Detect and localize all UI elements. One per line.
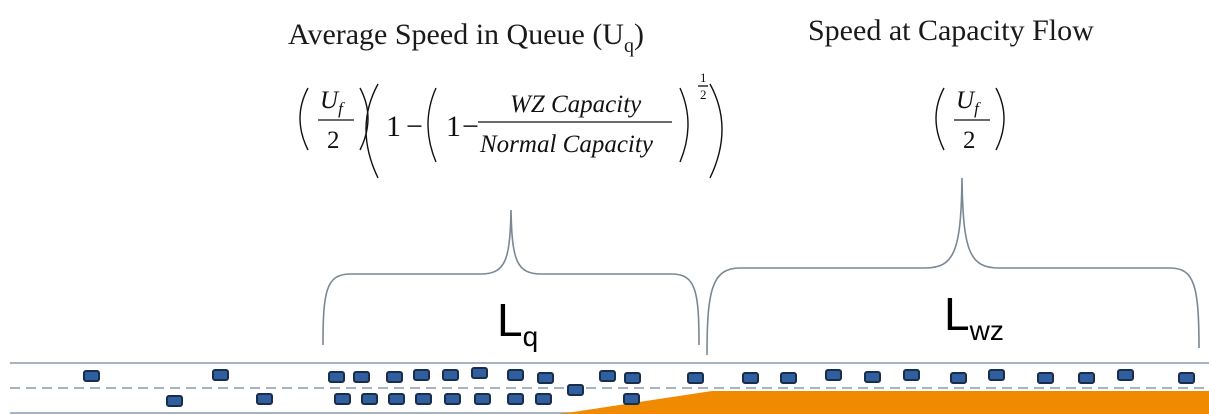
vehicle-icon bbox=[474, 393, 491, 405]
formula-wz-two: 2 bbox=[963, 127, 976, 154]
vehicle-icon bbox=[950, 372, 967, 384]
vehicle-icon bbox=[825, 369, 842, 381]
vehicle-icon bbox=[1117, 369, 1134, 381]
vehicle-icon bbox=[567, 384, 584, 396]
formula-numerator: WZ Capacity bbox=[510, 91, 642, 118]
vehicle-icon bbox=[535, 393, 552, 405]
roadway bbox=[10, 362, 1209, 414]
formula-uf: Uf bbox=[320, 87, 345, 118]
formula-exponent-num: 1 bbox=[700, 70, 707, 85]
vehicle-icon bbox=[507, 369, 524, 381]
vehicle-icon bbox=[415, 393, 432, 405]
vehicle-icon bbox=[623, 393, 640, 405]
queue-length-brace bbox=[322, 209, 700, 346]
work-zone-length-label: Lwz bbox=[944, 288, 1004, 346]
vehicle-icon bbox=[334, 393, 351, 405]
vehicle-icon bbox=[624, 372, 641, 384]
queue-length-label: Lq bbox=[497, 294, 538, 352]
vehicle-icon bbox=[742, 372, 759, 384]
vehicle-icon bbox=[444, 393, 461, 405]
capacity-speed-formula: Uf 2 bbox=[935, 87, 1005, 154]
vehicle-icon bbox=[361, 393, 378, 405]
vehicle-icon bbox=[83, 370, 100, 382]
vehicle-icon bbox=[1037, 372, 1054, 384]
vehicle-icon bbox=[388, 393, 405, 405]
formula-one-outer: 1 bbox=[386, 110, 401, 143]
vehicles bbox=[83, 367, 1195, 407]
vehicle-icon bbox=[903, 369, 920, 381]
vehicle-icon bbox=[988, 369, 1005, 381]
vehicle-icon bbox=[413, 369, 430, 381]
vehicle-icon bbox=[599, 370, 616, 382]
vehicle-icon bbox=[442, 369, 459, 381]
vehicle-icon bbox=[780, 372, 797, 384]
vehicle-icon bbox=[687, 372, 704, 384]
queue-speed-title-close: ) bbox=[634, 18, 644, 51]
capacity-speed-title: Speed at Capacity Flow bbox=[808, 14, 1094, 47]
queue-speed-formula: Uf 2 1 − 1 − WZ Capacity Normal Capacity… bbox=[299, 70, 723, 179]
vehicle-icon bbox=[386, 371, 403, 383]
vehicle-icon bbox=[1178, 372, 1195, 384]
formula-minus-inner: − bbox=[462, 110, 479, 143]
queue-speed-title: Average Speed in Queue (Uq) bbox=[288, 18, 644, 57]
queue-speed-title-sub: q bbox=[624, 35, 634, 57]
formula-one-inner: 1 bbox=[446, 110, 461, 143]
vehicle-icon bbox=[166, 395, 183, 407]
vehicle-icon bbox=[212, 369, 229, 381]
work-zone-length-brace bbox=[706, 177, 1200, 356]
formula-exponent-den: 2 bbox=[700, 87, 707, 102]
vehicle-icon bbox=[256, 393, 273, 405]
formula-minus-outer: − bbox=[406, 110, 423, 143]
vehicle-icon bbox=[1078, 372, 1095, 384]
vehicle-icon bbox=[507, 393, 524, 405]
vehicle-icon bbox=[537, 372, 554, 384]
formula-denominator: Normal Capacity bbox=[479, 131, 654, 158]
queue-speed-title-main: Average Speed in Queue (U bbox=[288, 18, 624, 51]
formula-wz-uf: Uf bbox=[956, 87, 981, 118]
vehicle-icon bbox=[471, 367, 488, 379]
vehicle-icon bbox=[328, 371, 345, 383]
vehicle-icon bbox=[353, 371, 370, 383]
vehicle-icon bbox=[864, 371, 881, 383]
work-zone-taper bbox=[560, 391, 1209, 414]
formula-two: 2 bbox=[327, 127, 340, 154]
